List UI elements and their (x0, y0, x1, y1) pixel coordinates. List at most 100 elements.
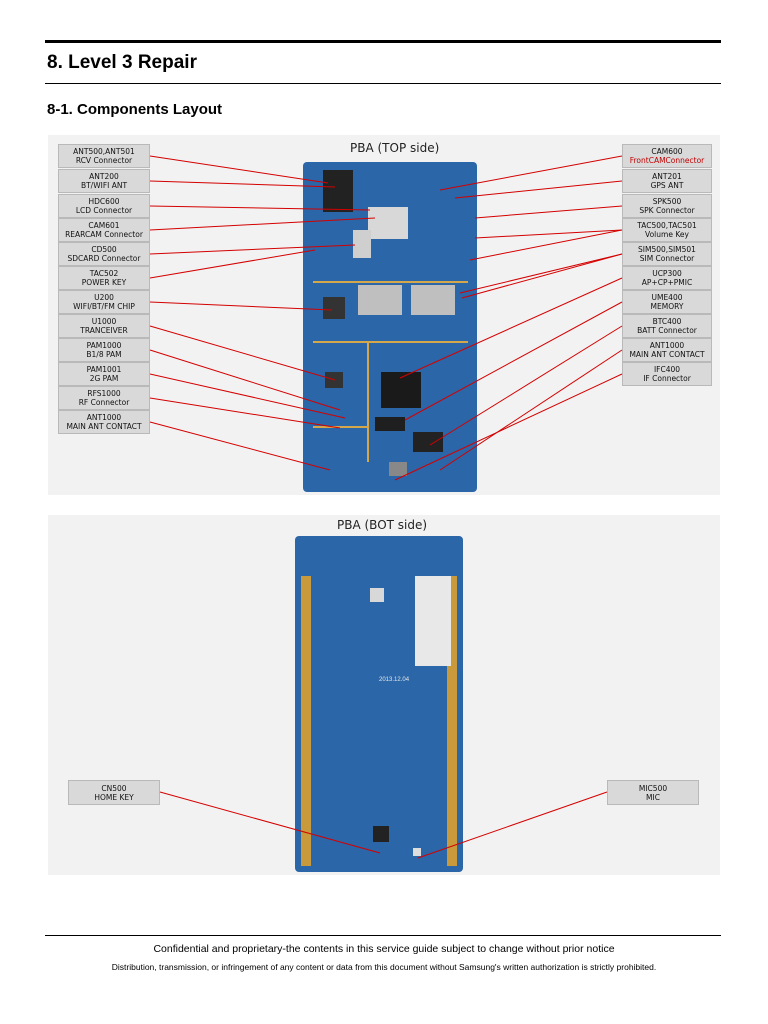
label-line1: ANT500,ANT501 (73, 147, 135, 156)
label-line1: CAM601 (88, 221, 120, 230)
battery-connector-component (413, 432, 443, 452)
label-line2: Volume Key (645, 230, 689, 239)
section-title: 8. Level 3 Repair (47, 52, 197, 73)
leader-line (149, 155, 329, 184)
label-line2: B1/8 PAM (86, 350, 122, 359)
footer-rule (45, 935, 721, 936)
top-rule (45, 40, 721, 43)
label-line1: SPK500 (652, 197, 682, 206)
leader-line (404, 301, 623, 421)
label-line2: MAIN ANT CONTACT (629, 350, 705, 359)
label-line2: MEMORY (650, 302, 684, 311)
leader-line (469, 229, 623, 261)
label-line1: ANT1000 (649, 341, 685, 350)
label-line2: SIM Connector (639, 254, 695, 263)
leader-line (149, 249, 316, 279)
pcb-bottom-details: 2013.12.04 (301, 576, 457, 866)
label-line1: SIM500,SIM501 (638, 245, 696, 254)
leader-line (149, 205, 371, 211)
leader-line (159, 791, 381, 854)
label-line1: TAC500,TAC501 (637, 221, 697, 230)
leader-line (149, 421, 331, 471)
leader-line (149, 349, 341, 411)
label-line2: 2G PAM (89, 374, 119, 383)
bottom-figure-title: PBA (BOT side) (337, 518, 428, 532)
leader-line (149, 217, 376, 231)
leader-line (149, 397, 341, 429)
footer-confidential: Confidential and proprietary-the content… (153, 943, 615, 955)
leader-line (439, 155, 623, 191)
leader-line (149, 244, 356, 255)
leader-line (459, 253, 623, 294)
rcv-connector-component (323, 170, 353, 212)
label-line1: ANT201 (652, 172, 682, 181)
label-line1: PAM1001 (86, 365, 122, 374)
label-line1: IFC400 (653, 365, 681, 374)
label-line2: HOME KEY (94, 792, 134, 802)
pcb-top-details (313, 170, 468, 476)
if-connector-component (389, 462, 407, 476)
leader-line (439, 349, 623, 471)
label-line2: RF Connector (78, 398, 130, 407)
label-line2: GPS ANT (650, 181, 684, 190)
leader-line (394, 373, 623, 481)
label-line1: CAM600 (651, 147, 683, 156)
label-line2: TRANCEIVER (80, 326, 128, 335)
top-figure-title: PBA (TOP side) (350, 141, 440, 155)
leader-line (149, 180, 336, 188)
label-line1: ANT200 (89, 172, 119, 181)
leader-line (399, 277, 623, 379)
leader-line (474, 205, 623, 219)
leader-line (454, 180, 623, 199)
label-line2: POWER KEY (81, 278, 127, 287)
label-line2: MIC (646, 792, 660, 802)
label-line1: CD500 (91, 245, 117, 254)
sim500-slot (358, 285, 402, 315)
label-line2: FrontCAMConnector (629, 156, 705, 165)
label-line2: SPK Connector (639, 206, 695, 215)
label-line1: U200 (94, 293, 114, 302)
sim501-slot (411, 285, 455, 315)
label-line2: BT/WIFI ANT (80, 181, 128, 190)
label-line1: ANT1000 (86, 413, 122, 422)
label-line1: PAM1000 (86, 341, 122, 350)
label-line1: TAC502 (89, 269, 119, 278)
footer-distribution: Distribution, transmission, or infringem… (111, 962, 657, 972)
label-line2: LCD Connector (75, 206, 133, 215)
label-line1: RFS1000 (87, 389, 121, 398)
pcb-top-photo (303, 162, 477, 492)
pcb-bottom-photo: 2013.12.04 (295, 536, 463, 872)
leader-line (149, 325, 336, 381)
section-rule (45, 83, 721, 84)
wifi-chip (323, 297, 345, 319)
label-line2: AP+CP+PMIC (641, 278, 693, 287)
leader-line (429, 325, 623, 446)
label-line2: WIFI/BT/FM CHIP (73, 302, 135, 311)
board-marking: 2013.12.04 (379, 677, 410, 683)
label-line2: RCV Connector (75, 156, 133, 165)
label-line1: BTC400 (652, 317, 682, 326)
label-line1: HDC600 (88, 197, 120, 206)
label-line2: IF Connector (643, 374, 691, 383)
leader-line (149, 301, 333, 311)
